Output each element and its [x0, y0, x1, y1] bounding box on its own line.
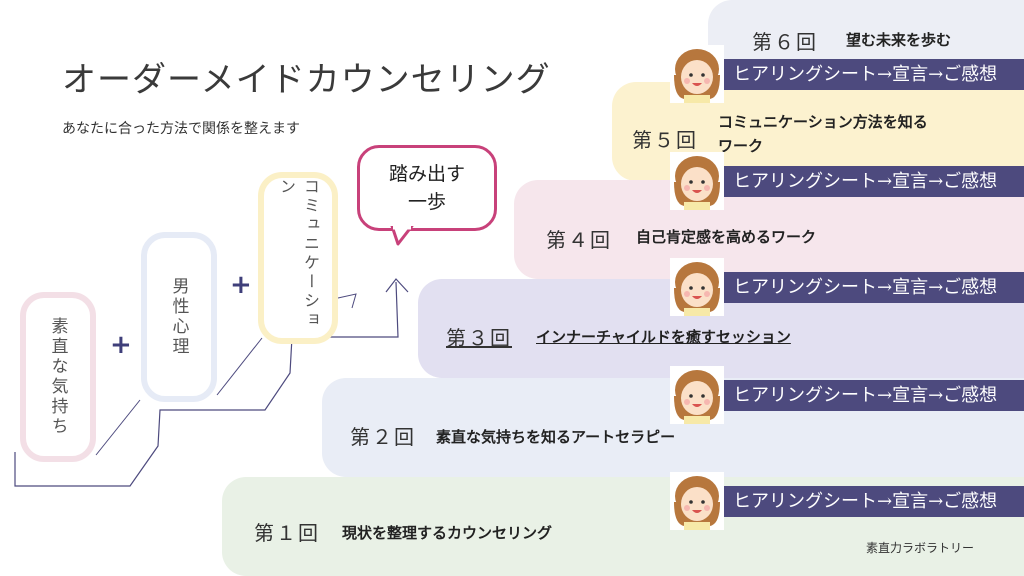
plus-icon: + [230, 270, 252, 300]
speech-bubble: 踏み出す 一歩 [357, 145, 497, 231]
session-4-title: 自己肯定感を高めるワーク [636, 228, 817, 246]
session-5-title-line2: ワーク [718, 137, 764, 155]
session-3-title: インナーチャイルドを癒すセッション [536, 328, 791, 346]
plus-icon: + [110, 330, 132, 360]
bubble-line-2: 一歩 [407, 191, 446, 213]
session-1-number: 第１回 [254, 521, 320, 545]
page-subtitle: あなたに合った方法で関係を整えます [62, 121, 300, 137]
hearing-sheet-bar: ヒアリングシート→宣言→ご感想 [723, 272, 1024, 303]
hearing-sheet-bar: ヒアリングシート→宣言→ご感想 [723, 380, 1024, 411]
session-2-number: 第２回 [350, 425, 416, 449]
brand-name: 素直力ラボラトリー [865, 541, 974, 555]
page-title: オーダーメイドカウンセリング [62, 60, 551, 100]
hearing-sheet-bar: ヒアリングシート→宣言→ご感想 [723, 166, 1024, 197]
counselor-avatar-icon [670, 45, 724, 103]
session-2-title: 素直な気持ちを知るアートセラピー [436, 428, 676, 446]
session-5-title-line1: コミュニケーション方法を知る [718, 113, 928, 131]
session-5-number: 第５回 [632, 128, 698, 152]
step-communication: コミュニケーション [258, 172, 338, 344]
counselor-avatar-icon [670, 152, 724, 210]
step-dansei-shinri: 男性心理 [141, 232, 217, 402]
session-4-number: 第４回 [546, 228, 612, 252]
hearing-sheet-bar: ヒアリングシート→宣言→ご感想 [723, 59, 1024, 90]
counselor-avatar-icon [670, 366, 724, 424]
session-1-title: 現状を整理するカウンセリング [342, 524, 553, 542]
session-6-number: 第６回 [752, 30, 818, 54]
bubble-tail-icon [390, 226, 414, 246]
bubble-line-1: 踏み出す [388, 163, 465, 185]
hearing-sheet-bar: ヒアリングシート→宣言→ご感想 [723, 486, 1024, 517]
counselor-avatar-icon [670, 472, 724, 530]
session-6-title: 望む未来を歩む [846, 31, 952, 49]
step-sunao-kimochi: 素直な気持ち [20, 292, 96, 462]
counselor-avatar-icon [670, 258, 724, 316]
session-3-number: 第３回 [446, 326, 512, 350]
